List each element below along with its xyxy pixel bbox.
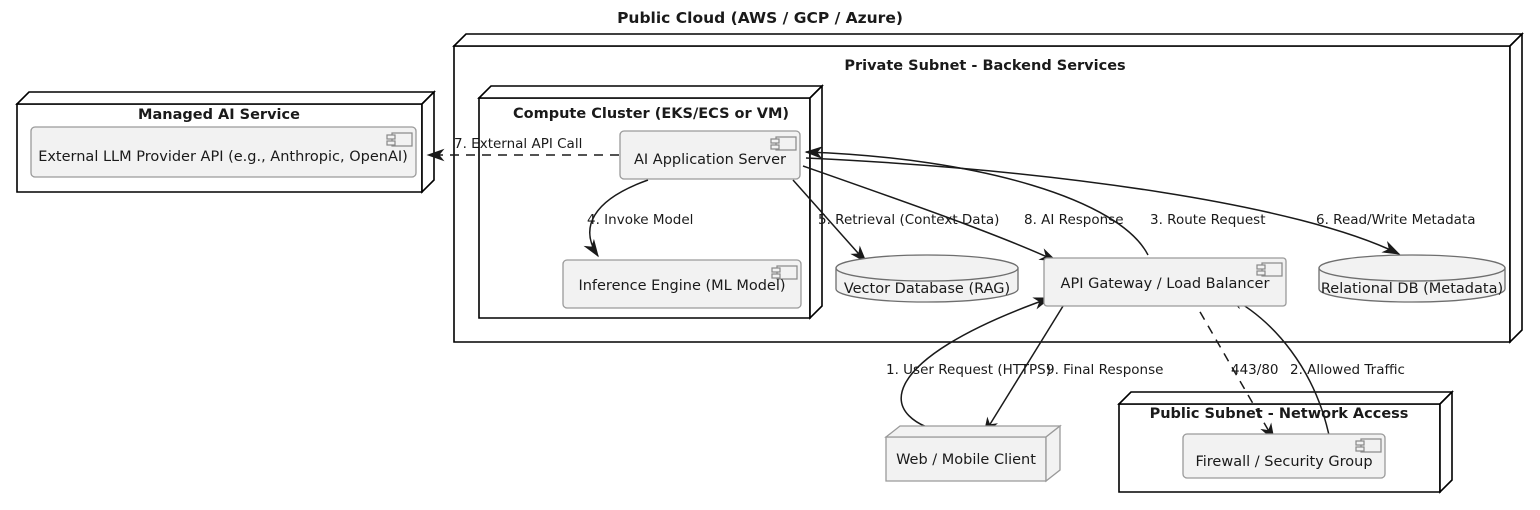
node-private-subnet-label: Private Subnet - Backend Services xyxy=(844,58,1125,74)
edge-10-ports: 443/80 xyxy=(1191,297,1279,442)
edge-3-label: 3. Route Request xyxy=(1150,212,1266,228)
component-icon xyxy=(1256,262,1283,277)
component-firewall-label: Firewall / Security Group xyxy=(1195,454,1372,470)
edge-8-ai-response: 8. AI Response xyxy=(802,165,1124,262)
component-icon xyxy=(770,136,797,151)
component-inference-engine[interactable]: Inference Engine (ML Model) xyxy=(562,259,802,309)
component-icon xyxy=(771,265,798,280)
edge-4-label: 4. Invoke Model xyxy=(587,212,693,228)
edge-6-read-write-metadata: 6. Read/Write Metadata xyxy=(805,157,1476,255)
edge-2-label: 2. Allowed Traffic xyxy=(1290,362,1405,378)
edge-3-route-request: 3. Route Request xyxy=(804,146,1266,256)
component-icon xyxy=(1355,438,1382,453)
edge-5-label: 5. Retrieval (Context Data) xyxy=(818,212,999,228)
component-firewall[interactable]: Firewall / Security Group xyxy=(1182,433,1386,479)
database-relational-db[interactable]: Relational DB (Metadata) xyxy=(1318,254,1506,303)
edge-7-external-api-call: 7. External API Call xyxy=(426,136,619,162)
component-icon xyxy=(386,132,413,147)
component-external-llm-label: External LLM Provider API (e.g., Anthrop… xyxy=(38,149,408,165)
component-api-gateway-label: API Gateway / Load Balancer xyxy=(1061,276,1270,292)
edge-7-label: 7. External API Call xyxy=(454,136,582,152)
edge-6-label: 6. Read/Write Metadata xyxy=(1316,212,1476,228)
node-web-mobile-client[interactable]: Web / Mobile Client xyxy=(884,424,1062,483)
diagram-title: Public Cloud (AWS / GCP / Azure) xyxy=(617,9,903,27)
component-api-gateway[interactable]: API Gateway / Load Balancer xyxy=(1043,257,1287,307)
database-vector-db-label: Vector Database (RAG) xyxy=(844,281,1010,297)
database-relational-db-label: Relational DB (Metadata) xyxy=(1321,281,1503,297)
edge-5-retrieval: 5. Retrieval (Context Data) xyxy=(792,179,999,264)
node-compute-cluster-label: Compute Cluster (EKS/ECS or VM) xyxy=(513,106,789,122)
component-external-llm-provider-api[interactable]: External LLM Provider API (e.g., Anthrop… xyxy=(30,126,417,178)
edge-9-label: 9. Final Response xyxy=(1046,362,1163,378)
edge-10-label: 443/80 xyxy=(1231,362,1279,378)
edge-1-label: 1. User Request (HTTPS) xyxy=(886,362,1051,378)
node-managed-ai-service-label: Managed AI Service xyxy=(138,107,300,123)
node-web-mobile-client-label: Web / Mobile Client xyxy=(896,452,1036,468)
edge-4-invoke-model: 4. Invoke Model xyxy=(583,179,693,258)
database-vector-db[interactable]: Vector Database (RAG) xyxy=(835,254,1019,303)
component-inference-engine-label: Inference Engine (ML Model) xyxy=(578,278,785,294)
component-ai-application-server[interactable]: AI Application Server xyxy=(619,130,801,180)
component-ai-app-server-label: AI Application Server xyxy=(634,152,786,168)
node-public-subnet-label: Public Subnet - Network Access xyxy=(1150,406,1409,422)
edge-8-label: 8. AI Response xyxy=(1024,212,1124,228)
edge-9-final-response: 9. Final Response xyxy=(983,297,1163,436)
